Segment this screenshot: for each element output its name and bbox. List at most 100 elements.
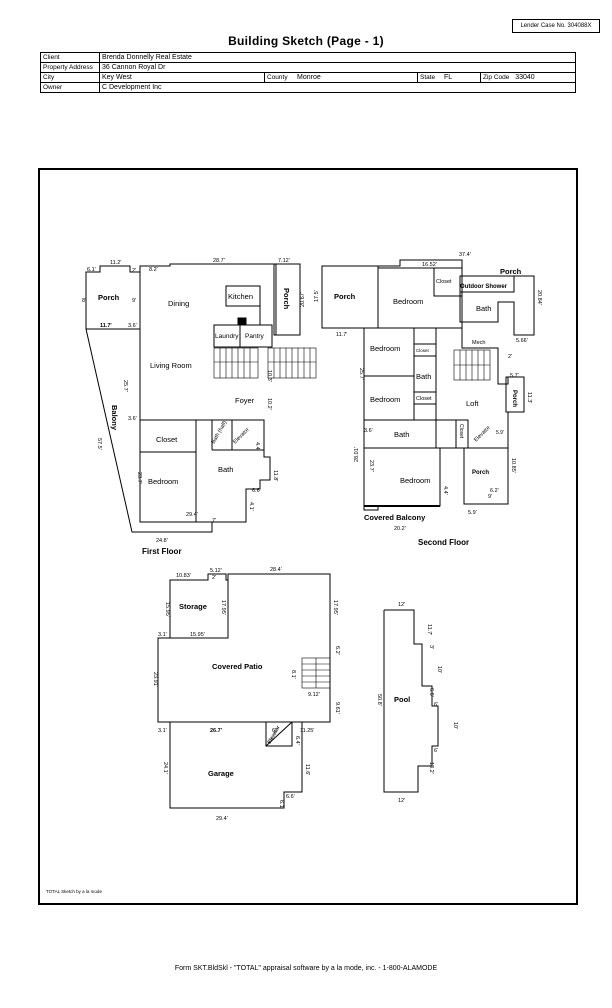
lower-dim-10: 23.91' bbox=[152, 672, 158, 687]
ff-dim-23: 7' bbox=[212, 518, 216, 524]
covered-patio-label: Covered Patio bbox=[212, 662, 263, 671]
lower-dim-18: 11.25' bbox=[300, 728, 314, 734]
pool-dim-11: 12' bbox=[398, 798, 405, 804]
storage-label: Storage bbox=[179, 602, 207, 611]
lower-dim-9: 15.95' bbox=[190, 632, 205, 638]
sf-porch-right-label: Porch bbox=[500, 267, 522, 276]
ff-dim-9: 11.7' bbox=[100, 323, 112, 329]
ff-dim-22: 29.4' bbox=[186, 512, 198, 518]
ff-dim-3: 7.12' bbox=[278, 258, 290, 264]
sf-closet-low-label: Closet bbox=[416, 396, 432, 402]
sf-dim-6: 11.7' bbox=[336, 332, 347, 338]
county-label: County bbox=[264, 72, 295, 83]
sf-dim-14: 10.85' bbox=[510, 458, 516, 473]
pool-dim-6: 6.6' bbox=[428, 688, 434, 697]
pool-dim-5: 50.8' bbox=[376, 694, 382, 706]
sf-dim-1: 37.4' bbox=[459, 252, 471, 258]
lower-dim-21: 11.6' bbox=[304, 764, 310, 775]
sf-bedroom-bottom-label: Bedroom bbox=[400, 476, 430, 485]
property-info-table: Client Brenda Donnelly Real Estate Prope… bbox=[40, 52, 576, 93]
pool-dim-2: 11.7' bbox=[426, 624, 432, 635]
sf-dim-7: 25.7' bbox=[358, 368, 364, 380]
pool-dim-7: 6' bbox=[434, 702, 438, 708]
first-floor-title: First Floor bbox=[142, 547, 182, 556]
pool-dim-3: 3' bbox=[428, 645, 434, 649]
address-row: Property Address 36 Cannon Royal Dr bbox=[40, 62, 576, 73]
lower-dim-4: 2' bbox=[212, 575, 216, 581]
sf-dim-19: 4.4' bbox=[442, 486, 448, 495]
lower-dim-14: 9.61' bbox=[334, 702, 340, 714]
ff-dim-18: 4.4' bbox=[254, 442, 260, 451]
sf-dim-8: 2' bbox=[508, 354, 512, 360]
sf-bath-mid-label: Bath bbox=[416, 372, 431, 381]
sf-dim-15: 6.2' bbox=[490, 488, 499, 494]
ff-bedroom-label: Bedroom bbox=[148, 477, 178, 486]
ff-dim-15: 3.6' bbox=[128, 416, 137, 422]
ff-dim-5: 8.2' bbox=[149, 267, 158, 273]
lower-dim-16: 26.7' bbox=[210, 728, 223, 734]
lower-dim-13: 9.12' bbox=[308, 692, 320, 698]
ff-dim-19: 11.8' bbox=[272, 470, 278, 481]
ff-porch-label: Porch bbox=[98, 293, 120, 302]
ff-dim-10: 3.6' bbox=[128, 323, 137, 329]
state-label: State bbox=[417, 72, 442, 83]
lower-level-plan: Storage Covered Patio Garage Elevator Po… bbox=[152, 567, 458, 822]
ff-dim-12: 25.7' bbox=[122, 380, 128, 392]
lower-dim-3: 28.4' bbox=[270, 567, 282, 573]
first-floor-plan: Porch Dining Kitchen Porch Laundry Pantr… bbox=[82, 258, 317, 556]
ff-dim-1: 11.2' bbox=[110, 260, 121, 266]
pool-outline bbox=[383, 609, 439, 793]
page-title: Building Sketch (Page - 1) bbox=[228, 34, 384, 48]
lower-dim-7: 17.95' bbox=[332, 600, 338, 615]
sf-bath-low-label: Bath bbox=[394, 430, 409, 439]
ff-dim-13: 10.3' bbox=[266, 370, 272, 382]
sf-mech-label: Mech bbox=[472, 340, 485, 346]
ff-dining-label: Dining bbox=[168, 299, 189, 308]
sf-bedroom-mid-label: Bedroom bbox=[370, 344, 400, 353]
ff-side-porch-label: Porch bbox=[282, 288, 291, 310]
owner-label: Owner bbox=[40, 82, 100, 93]
pool-dim-4: 10' bbox=[436, 666, 442, 673]
sf-bedroom-top-label: Bedroom bbox=[393, 297, 423, 306]
lower-dim-15: 3.1' bbox=[158, 728, 167, 734]
ff-dim-14: 10.2' bbox=[266, 398, 272, 410]
sf-stairs bbox=[453, 349, 491, 381]
sf-porch-side-label: Porch bbox=[511, 390, 517, 407]
sf-right-outline bbox=[461, 328, 525, 448]
second-floor-title: Second Floor bbox=[418, 538, 469, 547]
sf-dim-4: 5.66' bbox=[516, 338, 528, 344]
address-value: 36 Cannon Royal Dr bbox=[99, 62, 576, 73]
ff-dim-17: 23.7' bbox=[136, 472, 142, 484]
sf-dim-2: 16.52' bbox=[422, 262, 437, 268]
lower-dim-6: 17.95' bbox=[220, 600, 226, 615]
lower-stairs bbox=[301, 657, 331, 689]
sf-side-porch bbox=[505, 376, 525, 413]
pool-dim-9: 6' bbox=[434, 748, 438, 754]
ff-balony-label: Balony bbox=[110, 405, 119, 431]
ff-dim-8: 9' bbox=[132, 298, 136, 304]
ff-dim-24: 24.8' bbox=[156, 538, 168, 544]
ff-living-label: Living Room bbox=[150, 361, 192, 370]
client-row: Client Brenda Donnelly Real Estate bbox=[40, 52, 576, 63]
lower-dim-8: 3.1' bbox=[158, 632, 167, 638]
sf-closet-v bbox=[455, 419, 469, 449]
ff-dim-21: 4.1' bbox=[248, 502, 254, 511]
ff-dim-16: 57.5' bbox=[96, 438, 102, 450]
first-floor-laundry-pantry bbox=[213, 324, 273, 348]
first-floor-kitchen-box bbox=[225, 285, 261, 307]
lower-dim-23: 6.1' bbox=[278, 800, 284, 809]
address-label: Property Address bbox=[40, 62, 100, 73]
sketch-frame: Porch Dining Kitchen Porch Laundry Pantr… bbox=[38, 168, 578, 905]
ff-laundry-label: Laundry bbox=[215, 333, 239, 340]
lender-case-box: Lender Case No. 304088X bbox=[512, 19, 600, 33]
zip-cell: Zip Code 33040 bbox=[480, 72, 576, 83]
city-value: Key West bbox=[99, 72, 265, 83]
lower-dim-11: 6.2' bbox=[334, 646, 340, 655]
sf-outdoor-shower-label: Outdoor Shower bbox=[460, 284, 508, 290]
ff-dim-7: 8' bbox=[82, 298, 86, 304]
first-floor-range bbox=[237, 317, 247, 326]
sf-closet-mid-label: Closet bbox=[416, 348, 430, 353]
lower-dim-12: 8.1' bbox=[290, 670, 296, 679]
ff-closet-label: Closet bbox=[156, 435, 178, 444]
city-label: City bbox=[40, 72, 100, 83]
